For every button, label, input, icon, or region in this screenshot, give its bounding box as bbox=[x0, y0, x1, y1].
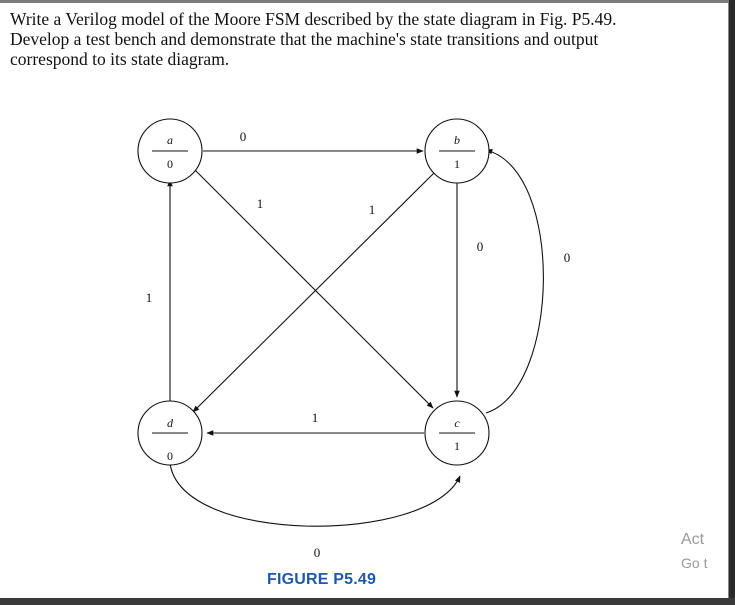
edge-a-to-c bbox=[194, 169, 434, 409]
edge-d-to-c bbox=[169, 462, 461, 527]
state-b: b 1 bbox=[424, 118, 490, 184]
label-d-to-a: 1 bbox=[146, 290, 153, 305]
label-b-to-c: 0 bbox=[477, 239, 484, 254]
state-c: c 1 bbox=[424, 400, 490, 466]
label-d-to-c: 0 bbox=[314, 545, 321, 560]
state-a-output: 0 bbox=[167, 157, 173, 171]
state-a: a 0 bbox=[137, 118, 203, 184]
label-a-to-c: 1 bbox=[257, 196, 264, 211]
bottom-edge-strip bbox=[0, 598, 735, 605]
label-b-to-d: 1 bbox=[369, 202, 376, 217]
state-c-name: c bbox=[454, 416, 460, 430]
label-c-to-b: 0 bbox=[564, 250, 571, 265]
state-b-name: b bbox=[454, 133, 460, 147]
state-d-output: 0 bbox=[167, 449, 173, 463]
question-panel: Write a Verilog model of the Moore FSM d… bbox=[0, 3, 729, 598]
state-d-name: d bbox=[167, 416, 174, 430]
edge-c-to-b bbox=[485, 148, 544, 414]
label-a-to-b: 0 bbox=[240, 129, 247, 144]
edge-b-to-d bbox=[192, 171, 436, 413]
right-edge-shade bbox=[729, 0, 735, 598]
label-c-to-d: 1 bbox=[312, 410, 319, 425]
state-c-output: 1 bbox=[454, 439, 460, 453]
figure-caption: FIGURE P5.49 bbox=[267, 571, 377, 588]
state-a-name: a bbox=[167, 133, 173, 147]
state-b-output: 1 bbox=[454, 157, 460, 171]
activation-watermark-line1: Act bbox=[681, 531, 705, 548]
activation-watermark-line2: Go t bbox=[681, 555, 708, 571]
question-text: Write a Verilog model of the Moore FSM d… bbox=[10, 9, 617, 69]
top-edge-strip bbox=[0, 0, 735, 3]
state-d: d 0 bbox=[137, 400, 203, 466]
